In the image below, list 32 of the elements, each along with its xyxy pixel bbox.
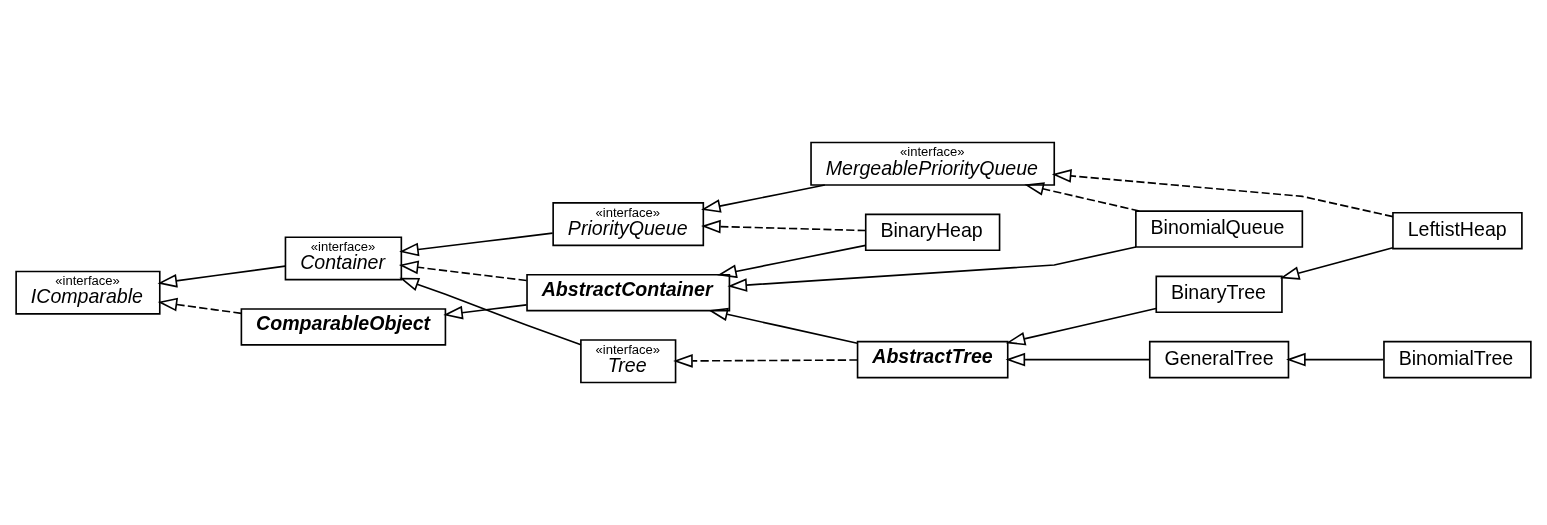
arrow: [717, 244, 867, 279]
node-box: AbstractTree: [856, 340, 1009, 379]
arrow: [1005, 307, 1157, 346]
node-box: BinaryTree: [1155, 275, 1283, 314]
node-box: BinomialQueue: [1135, 210, 1304, 248]
arrow: [398, 260, 528, 282]
arrow: [673, 354, 859, 368]
node-box: AbstractContainer: [526, 273, 731, 312]
node-box: ComparableObject: [240, 308, 447, 346]
arrow: [1005, 352, 1151, 367]
node-box: «interface» PriorityQueue: [552, 202, 705, 247]
node-box: GeneralTree: [1148, 340, 1290, 379]
arrow: [708, 307, 859, 345]
arrow: [1279, 246, 1394, 280]
arrow: [1051, 169, 1394, 218]
arrow: [443, 304, 528, 320]
arrow: [157, 297, 243, 315]
node-box: «interface» IComparable: [15, 270, 161, 315]
node-box: «interface» MergeablePriorityQueue: [810, 141, 1056, 186]
arrow: [399, 232, 554, 257]
arrow: [701, 184, 826, 213]
node-box: «interface» Container: [284, 236, 403, 281]
node-box: LeftistHeap: [1392, 211, 1523, 250]
arrow: [157, 265, 286, 288]
arrow: [1286, 352, 1385, 367]
arrow: [727, 246, 1137, 292]
node-box: BinomialTree: [1383, 340, 1532, 379]
node-box: «interface» Tree: [580, 339, 677, 384]
arrow: [399, 277, 582, 346]
arrow: [701, 219, 867, 234]
arrow: [1024, 182, 1141, 212]
node-box: BinaryHeap: [864, 213, 1001, 252]
